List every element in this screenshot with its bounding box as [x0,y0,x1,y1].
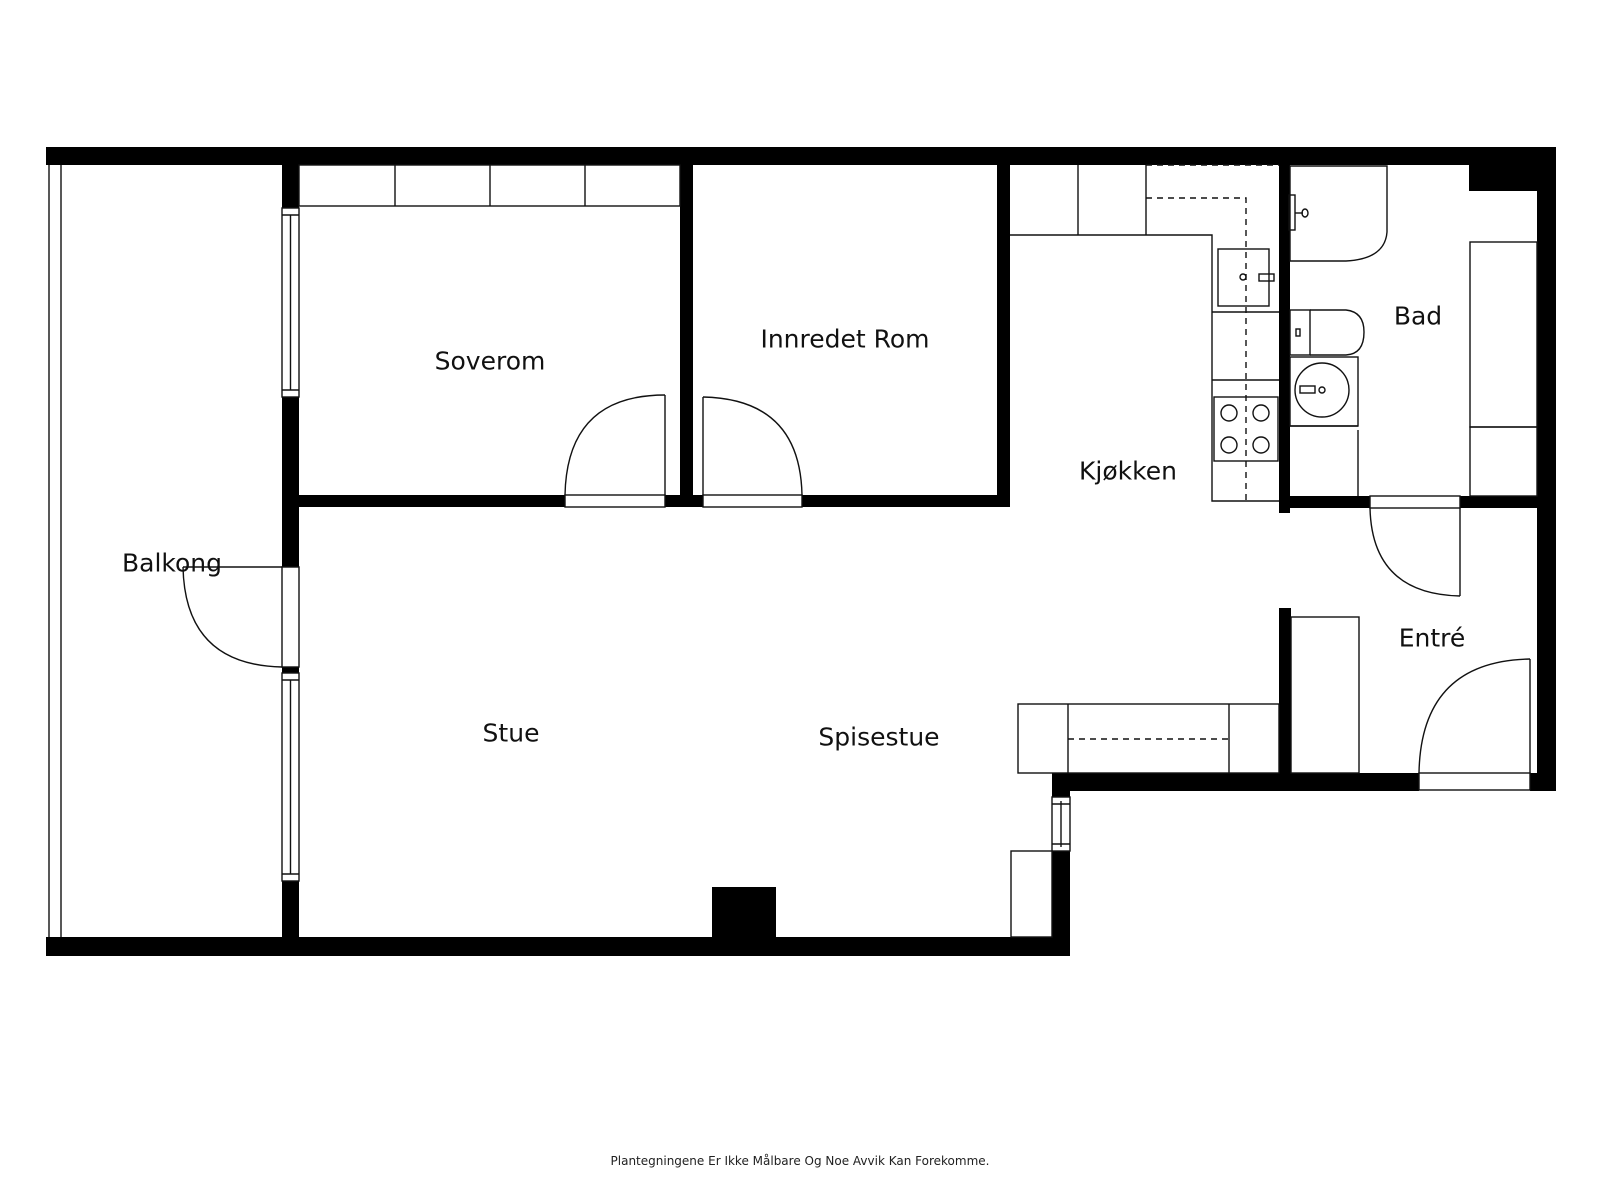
wall-top [46,147,1556,165]
balcony-door[interactable] [182,566,300,668]
room-label-stue: Stue [482,718,540,748]
toilet [1289,309,1365,356]
wall-innredet-right [997,165,1010,507]
room-label-spisestue: Spisestue [818,722,940,752]
wall-bath-bottom-a [1290,496,1370,508]
wall-bedrooms-bottom-c [802,495,1010,507]
wall-right [1537,147,1556,791]
wardrobe-soverom [298,164,681,207]
door-bad[interactable] [1369,495,1461,597]
room-label-balkong: Balkong [121,548,223,578]
disclaimer-footer: Plantegningene Er Ikke Målbare Og Noe Av… [610,1154,990,1168]
room-label-bad: Bad [1393,301,1443,331]
wall-bottom [46,937,1070,956]
room-label-kjokken: Kjøkken [1079,456,1177,486]
window-living-west [281,672,300,882]
washing-machine-area [1290,425,1359,496]
bathroom-sink [1289,356,1359,427]
wall-balcony-mid1 [282,397,299,567]
bath-cabinet [1469,241,1538,497]
kitchen-island [1017,703,1280,774]
kitchen-counter [1010,165,1279,502]
wardrobe-entre [1290,616,1360,774]
window-bedroom-west [281,207,300,398]
door-innredet-rom[interactable] [702,396,803,508]
shower [1288,165,1388,262]
wall-entrance-left [1279,608,1291,791]
wall-entrance-bottom-b [1530,773,1556,791]
room-label-entre: Entré [1398,623,1466,653]
wall-bath-bottom-b [1460,496,1537,508]
kitchen-upper-cabinets [1146,164,1279,501]
door-entrance[interactable] [1418,658,1531,791]
wall-balcony-mid2 [282,667,299,673]
wall-kitchen-bath [1279,165,1290,513]
wall-balcony-bottom [282,881,299,939]
wall-balcony-top [282,165,299,208]
door-soverom[interactable] [564,394,666,508]
walls [46,147,1556,956]
wall-step-top [1052,773,1070,797]
cabinet-spisestue [1010,850,1053,938]
wall-step-bottom [1052,851,1070,956]
wall-entrance-bottom-a [1052,773,1419,791]
chimney [712,887,776,939]
wall-bedrooms-bottom-a [299,495,565,507]
room-label-innredet-rom: Innredet Rom [760,324,930,354]
wall-bedroom-divider [680,165,693,507]
room-label-soverom: Soverom [434,346,546,376]
window-spisestue-east [1051,796,1071,852]
